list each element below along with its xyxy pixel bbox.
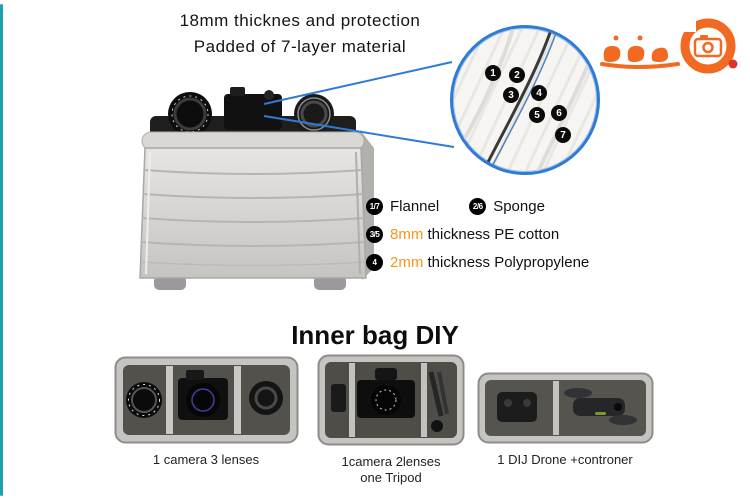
product-caption-2-line-2: one Tripod [360,470,422,486]
legend-highlight-8mm: 8mm [390,226,424,243]
legend-item-sponge: 2/6 Sponge [469,198,545,215]
left-accent-bar [0,4,3,496]
badge-2-6: 2/6 [469,198,487,215]
layer-magnifier-circle: 1 2 3 4 5 6 7 [450,25,600,175]
layer-badge-5: 5 [529,107,545,123]
title-line-1: 18mm thicknes and protection [179,11,421,30]
page-title: 18mm thicknes and protection Padded of 7… [118,8,482,61]
layer-badge-6: 6 [551,105,567,121]
product-caption-1: 1 camera 3 lenses [152,452,260,467]
legend-label-pe-cotton: 8mm thickness PE cotton [390,226,559,243]
title-line-2: Padded of 7-layer material [193,37,407,57]
camera-bag-illustration [139,87,374,290]
legend-label-sponge: Sponge [493,198,545,215]
legend-item-flannel: 1/7 Flannel [366,198,439,215]
bag-layout-3-image [477,372,653,444]
product-figure-2: 1camera 2lenses one Tripod [316,354,466,487]
camera-bag-insert-image [128,70,378,298]
legend-row-3: 4 2mm thickness Polypropylene [366,254,656,271]
logo-red-dot [728,59,738,69]
legend-label-flannel: Flannel [390,198,440,215]
badge-1-7: 1/7 [366,198,383,215]
layer-badge-3: 3 [503,87,519,103]
legend-item-polypropylene: 4 2mm thickness Polypropylene [366,254,589,271]
legend-highlight-2mm: 2mm [390,254,424,271]
layer-badge-7: 7 [555,127,571,143]
badge-4: 4 [366,254,383,271]
product-figure-3: 1 DIJ Drone +controner [472,372,658,468]
legend-text-pe-cotton: thickness PE cotton [423,226,560,243]
layer-badge-4: 4 [531,85,547,101]
legend-row-1: 1/7 Flannel 2/6 Sponge [366,198,656,215]
layer-badge-1: 1 [485,65,501,81]
bag-layout-1-image [114,356,298,444]
legend-text-polypropylene: thickness Polypropylene [423,254,590,271]
layer-badge-2: 2 [509,67,525,83]
bag-layout-2-image [317,354,465,446]
legend-item-pe-cotton: 3/5 8mm thickness PE cotton [366,226,559,243]
product-figure-1: 1 camera 3 lenses [110,356,302,468]
badge-3-5: 3/5 [366,226,383,243]
product-caption-3: 1 DIJ Drone +controner [497,452,633,467]
camera-icon [693,37,723,58]
layer-crease-graphic [457,28,593,172]
product-caption-2-line-1: 1camera 2lenses [341,454,441,469]
brand-logo [600,14,738,74]
legend-label-polypropylene: 2mm thickness Polypropylene [390,254,589,271]
layer-legend: 1/7 Flannel 2/6 Sponge 3/5 8mm thickness… [366,198,656,282]
section-title-inner-bag-diy: Inner bag DIY [291,320,459,350]
product-caption-2: 1camera 2lenses one Tripod [342,454,441,487]
legend-row-2: 3/5 8mm thickness PE cotton [366,226,656,243]
